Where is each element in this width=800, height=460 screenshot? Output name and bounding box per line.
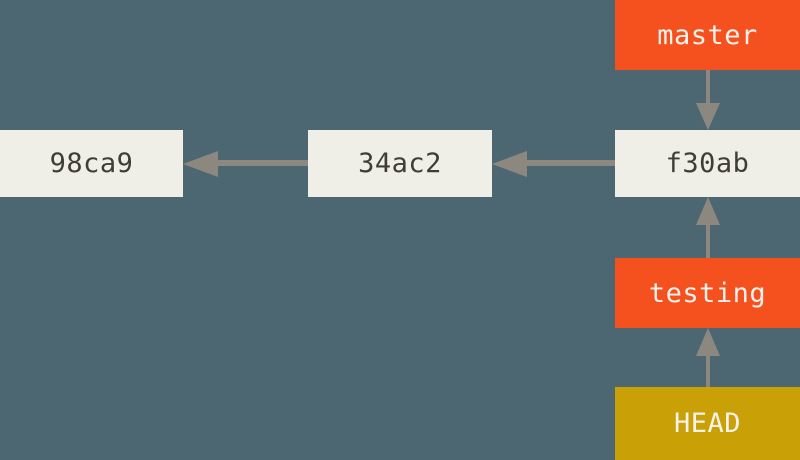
commit-node-f30ab[interactable]: f30ab	[615, 130, 800, 197]
edge-master-to-f30ab	[688, 70, 728, 130]
edge-head-to-testing	[688, 328, 728, 387]
branch-label-testing[interactable]: testing	[615, 258, 800, 328]
branch-label-master-text: master	[657, 19, 758, 51]
head-pointer-text: HEAD	[673, 408, 742, 439]
edge-34ac2-to-98ca9	[183, 150, 308, 178]
commit-node-34ac2[interactable]: 34ac2	[308, 130, 492, 197]
commit-node-f30ab-text: f30ab	[665, 148, 750, 179]
edge-f30ab-to-34ac2	[492, 150, 615, 178]
head-pointer[interactable]: HEAD	[615, 387, 800, 460]
branch-label-master[interactable]: master	[615, 0, 800, 70]
branch-label-testing-text: testing	[648, 277, 767, 309]
edge-testing-to-f30ab	[688, 197, 728, 258]
commit-node-98ca9[interactable]: 98ca9	[0, 130, 183, 197]
commit-node-34ac2-text: 34ac2	[358, 148, 442, 179]
commit-node-98ca9-text: 98ca9	[49, 148, 134, 179]
